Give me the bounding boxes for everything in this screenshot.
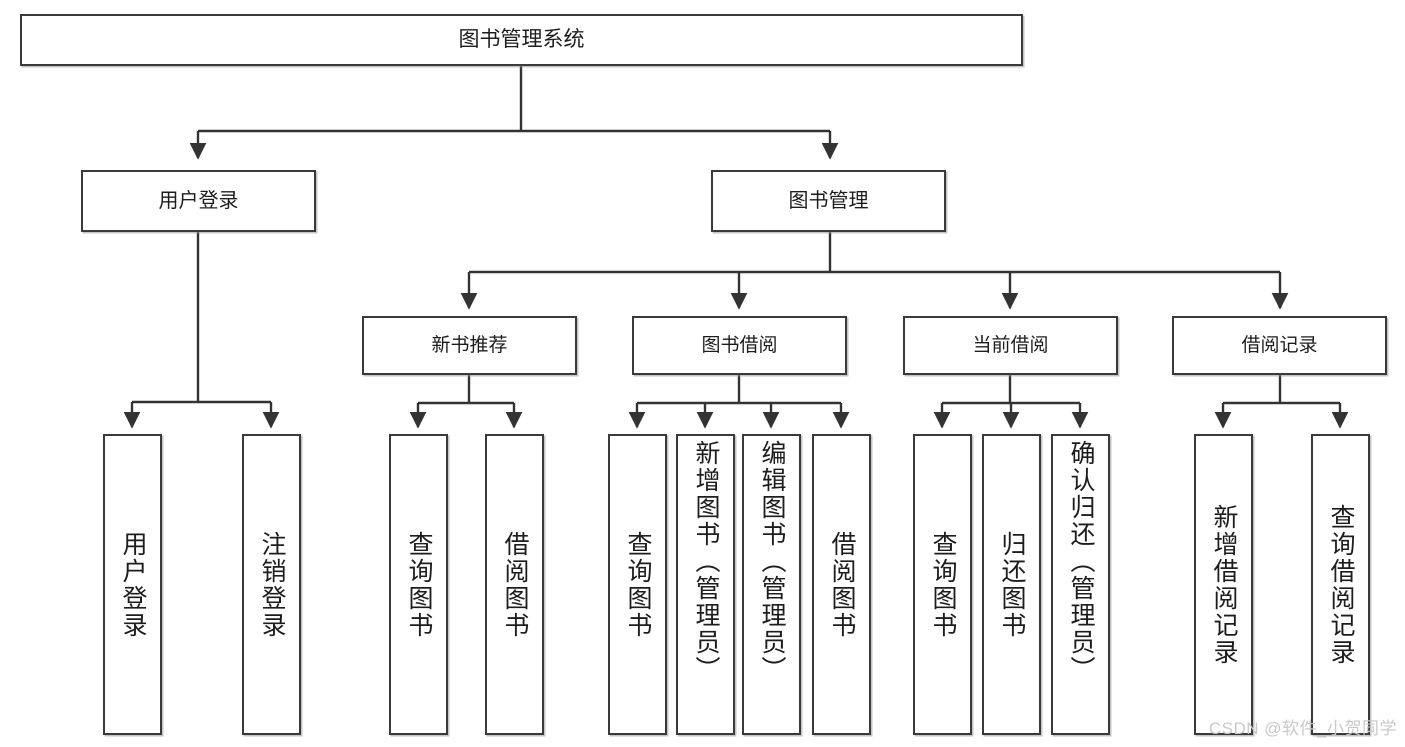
node-label: 图书管理系统 (458, 28, 585, 52)
node-label: 编辑图书（管理员） (758, 440, 786, 683)
node-label: 归还图书 (998, 530, 1026, 639)
csdn-watermark: CSDN @软件_小贺同学 (1208, 719, 1397, 738)
node-label: 查询图书 (929, 530, 957, 639)
leaf-current-borrow-confirm-return-admin[interactable]: 确认归还（管理员） (1051, 434, 1110, 735)
leaf-new-book-query[interactable]: 查询图书 (389, 434, 448, 735)
node-label: 查询借阅记录 (1327, 503, 1355, 666)
node-label: 新增借阅记录 (1210, 503, 1238, 666)
node-label: 查询图书 (624, 530, 652, 639)
node-label: 当前借阅 (972, 334, 1049, 356)
node-label: 借阅图书 (501, 530, 529, 639)
node-borrow-record[interactable]: 借阅记录 (1172, 316, 1387, 375)
leaf-user-login-login[interactable]: 用户登录 (103, 434, 162, 735)
leaf-book-borrow-add-admin[interactable]: 新增图书（管理员） (676, 434, 735, 735)
node-label: 图书管理 (788, 189, 869, 212)
node-current-borrow[interactable]: 当前借阅 (903, 316, 1118, 375)
node-label: 查询图书 (405, 530, 433, 639)
leaf-book-borrow-borrow[interactable]: 借阅图书 (812, 434, 871, 735)
node-label: 借阅图书 (828, 530, 856, 639)
node-book-borrow[interactable]: 图书借阅 (632, 316, 847, 375)
leaf-current-borrow-return[interactable]: 归还图书 (982, 434, 1041, 735)
node-label: 新书推荐 (431, 334, 508, 356)
leaf-borrow-record-add[interactable]: 新增借阅记录 (1194, 434, 1253, 735)
node-label: 图书借阅 (701, 334, 778, 356)
leaf-book-borrow-edit-admin[interactable]: 编辑图书（管理员） (742, 434, 801, 735)
leaf-borrow-record-query[interactable]: 查询借阅记录 (1311, 434, 1370, 735)
node-book-management[interactable]: 图书管理 (711, 170, 946, 232)
node-label: 确认归还（管理员） (1067, 440, 1095, 683)
node-root-book-management-system[interactable]: 图书管理系统 (20, 14, 1023, 66)
node-user-login[interactable]: 用户登录 (81, 170, 316, 232)
node-label: 用户登录 (158, 189, 239, 212)
node-label: 注销登录 (258, 530, 286, 639)
node-label: 新增图书（管理员） (692, 440, 720, 683)
leaf-current-borrow-query[interactable]: 查询图书 (913, 434, 972, 735)
leaf-new-book-borrow[interactable]: 借阅图书 (485, 434, 544, 735)
leaf-book-borrow-query[interactable]: 查询图书 (608, 434, 667, 735)
node-new-book-recommend[interactable]: 新书推荐 (362, 316, 577, 375)
node-label: 用户登录 (119, 530, 147, 639)
node-label: 借阅记录 (1241, 334, 1318, 356)
leaf-user-login-logout[interactable]: 注销登录 (242, 434, 301, 735)
